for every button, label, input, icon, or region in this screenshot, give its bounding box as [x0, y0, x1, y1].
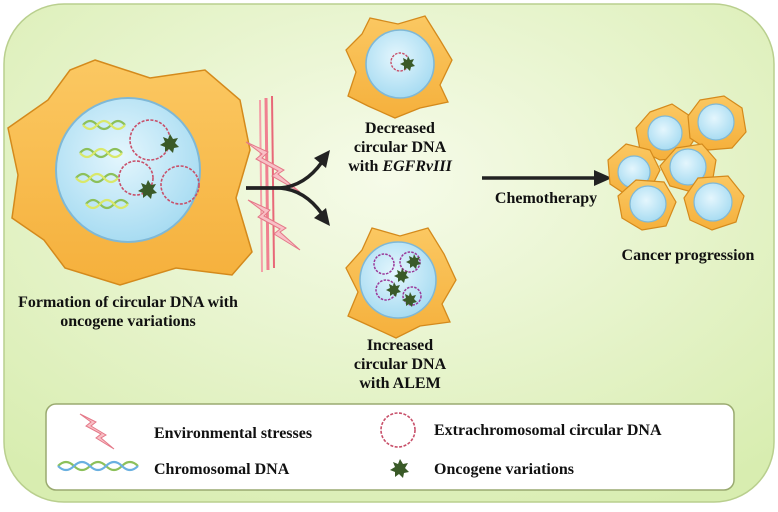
increased-label-line2: circular DNA — [353, 356, 447, 373]
decreased-with-text: with — [348, 158, 383, 175]
legend-oncogene-icon — [390, 459, 409, 478]
large-cell-nucleus — [55, 97, 201, 243]
decreased-cell — [345, 15, 453, 119]
large-cell — [7, 59, 253, 286]
chromosomal-dna-helices — [75, 119, 129, 210]
decreased-label-line3: with EGFRvIII — [330, 157, 470, 176]
legend-oncogene-variations: Oncogene variations — [434, 461, 574, 478]
legend-extrachromosomal-circular-dna: Extrachromosomal circular DNA — [434, 422, 662, 439]
chemotherapy-arrowhead — [594, 170, 612, 186]
oncogene-marks-large — [138, 134, 179, 199]
legend-box — [45, 403, 735, 491]
increased-label-line3: with ALEM — [359, 375, 441, 392]
cancer-progression-label: Cancer progression — [621, 247, 755, 264]
decreased-label-line2: circular DNA — [353, 139, 447, 156]
egfrviii-gene-text: EGFRvIII — [382, 158, 452, 175]
cancer-cell-2 — [687, 95, 747, 151]
increased-cell — [345, 227, 457, 339]
chemotherapy-label: Chemotherapy — [494, 190, 598, 207]
legend-stress-icon — [79, 413, 115, 450]
increased-oncogene-marks — [386, 254, 421, 307]
increased-label: Increased circular DNA with ALEM — [330, 336, 470, 393]
legend-environmental-stresses: Environmental stresses — [154, 425, 313, 442]
arrowhead-down — [314, 208, 330, 226]
legend-ecdna-icon — [380, 412, 416, 448]
formation-label: Formation of circular DNA with oncogene … — [18, 294, 238, 330]
cancer-cell-cluster — [607, 95, 747, 231]
legend-chromosomal-dna-icon — [57, 460, 139, 472]
legend-chromosomal-dna: Chromosomal DNA — [154, 461, 290, 478]
decreased-label: Decreased circular DNA with EGFRvIII — [330, 119, 470, 176]
cancer-cell-6 — [683, 175, 745, 231]
decreased-label-line1: Decreased — [365, 120, 435, 137]
arrowhead-up — [314, 150, 330, 168]
cancer-cell-5 — [617, 179, 677, 231]
environmental-stress-barrier — [245, 95, 301, 273]
increased-label-line1: Increased — [366, 337, 434, 354]
decreased-oncogene — [400, 56, 415, 71]
cancer-cell-1 — [635, 103, 695, 161]
branching-arrows — [246, 160, 324, 216]
lightning-bolt-bottom — [247, 199, 301, 251]
